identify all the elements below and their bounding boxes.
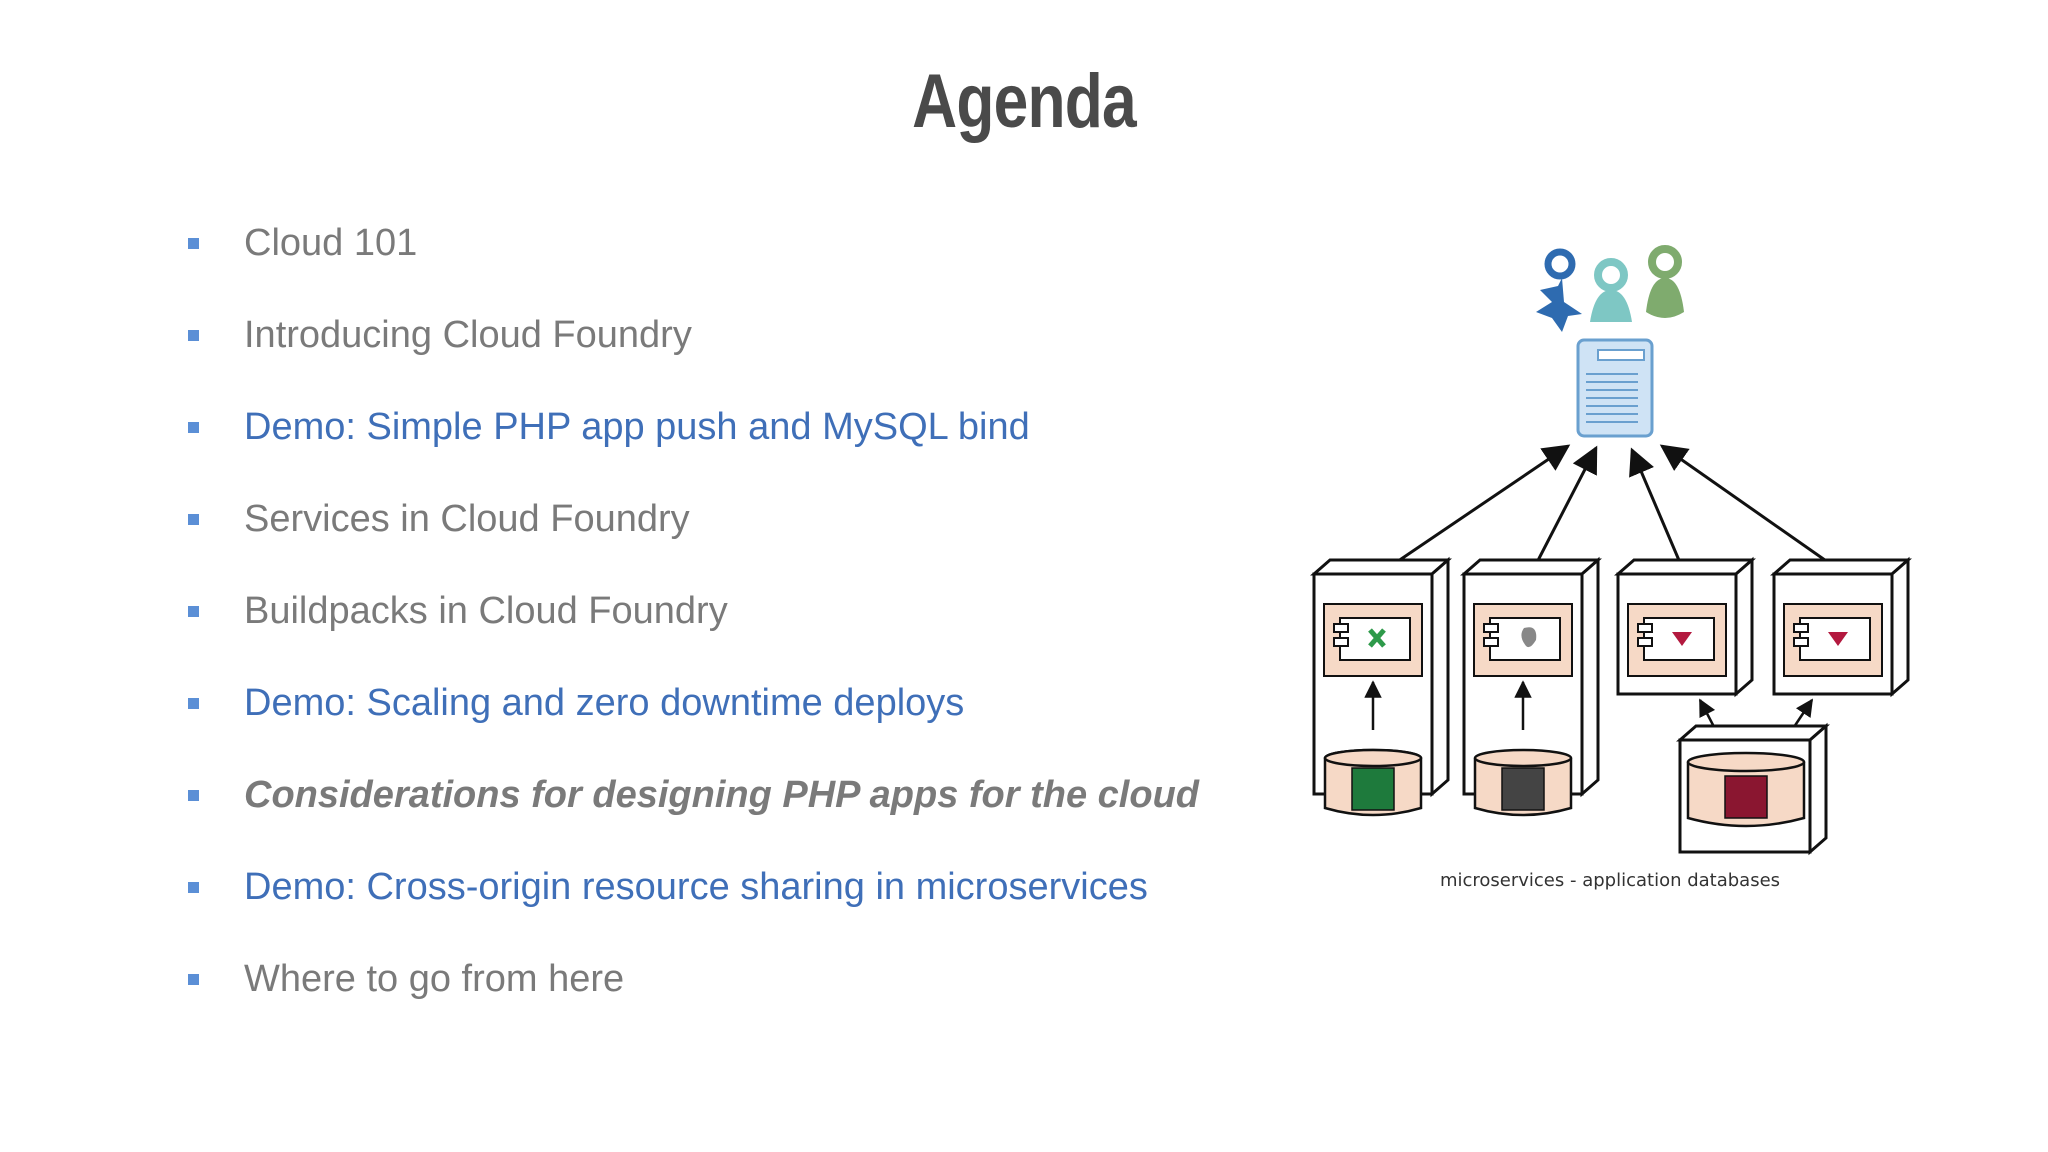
- agenda-item-label: Demo: Scaling and zero downtime deploys: [244, 682, 965, 724]
- request-arrows: [1381, 444, 1843, 574]
- bullet-icon: [188, 238, 199, 249]
- diagram-caption: microservices - application databases: [1439, 870, 1781, 891]
- agenda-item-label: Considerations for designing PHP apps fo…: [244, 774, 1199, 816]
- agenda-item-label: Demo: Cross-origin resource sharing in m…: [244, 866, 1148, 908]
- agenda-item-demo-scaling: Demo: Scaling and zero downtime deploys: [188, 668, 1268, 760]
- agenda-item-label: Where to go from here: [244, 958, 625, 1000]
- document-icon: [1576, 338, 1654, 438]
- bullet-icon: [188, 422, 199, 433]
- agenda-item-label: Demo: Simple PHP app push and MySQL bind: [244, 406, 1030, 448]
- agenda-item-considerations: Considerations for designing PHP apps fo…: [188, 760, 1268, 852]
- agenda-item-label: Cloud 101: [244, 222, 418, 264]
- agenda-item-cloud-101: Cloud 101: [188, 208, 1268, 300]
- agenda-item-label: Services in Cloud Foundry: [244, 498, 690, 540]
- shared-database-box: [1676, 698, 1830, 856]
- agenda-item-buildpacks: Buildpacks in Cloud Foundry: [188, 576, 1268, 668]
- bullet-icon: [188, 974, 199, 985]
- bullet-icon: [188, 330, 199, 341]
- bullet-icon: [188, 698, 199, 709]
- agenda-item-label: Buildpacks in Cloud Foundry: [244, 590, 728, 632]
- bullet-icon: [188, 790, 199, 801]
- user-green-icon: [1646, 245, 1684, 318]
- service-box-3: [1614, 556, 1756, 698]
- agenda-item-services: Services in Cloud Foundry: [188, 484, 1268, 576]
- microservices-diagram: [1310, 245, 1912, 856]
- bullet-icon: [188, 606, 199, 617]
- slide-title: Agenda: [912, 59, 1136, 144]
- agenda-list: Cloud 101 Introducing Cloud Foundry Demo…: [188, 208, 1268, 1036]
- agenda-item-label: Introducing Cloud Foundry: [244, 314, 692, 356]
- user-teal-icon: [1590, 258, 1632, 322]
- agenda-item-demo-cors: Demo: Cross-origin resource sharing in m…: [188, 852, 1268, 944]
- agenda-item-demo-php-push: Demo: Simple PHP app push and MySQL bind: [188, 392, 1268, 484]
- service-box-4: [1770, 556, 1912, 698]
- agenda-item-where-to-go: Where to go from here: [188, 944, 1268, 1036]
- bullet-icon: [188, 514, 199, 525]
- service-box-2: [1460, 556, 1602, 817]
- user-blue-icon: [1536, 248, 1582, 332]
- agenda-item-introducing-cf: Introducing Cloud Foundry: [188, 300, 1268, 392]
- bullet-icon: [188, 882, 199, 893]
- service-box-1: [1310, 556, 1452, 817]
